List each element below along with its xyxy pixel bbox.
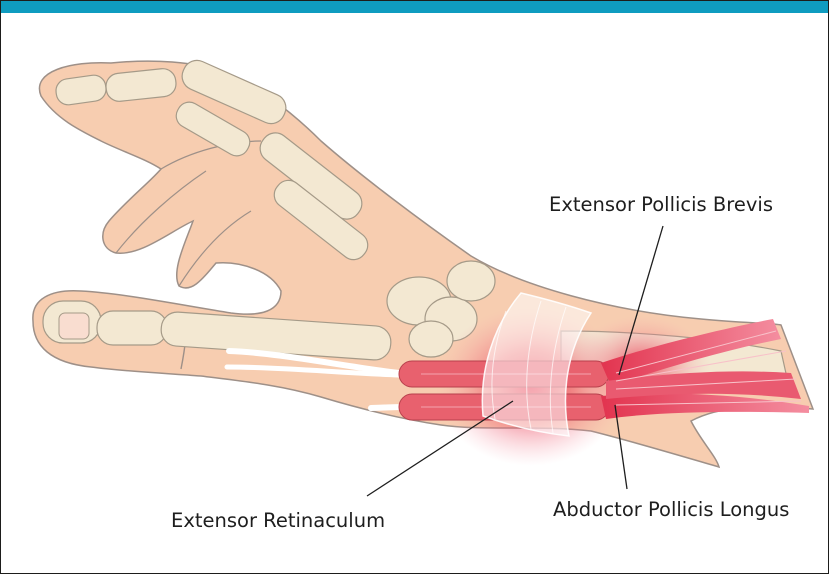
label-extensor-retinaculum: Extensor Retinaculum [171,509,385,532]
label-abductor-pollicis-longus: Abductor Pollicis Longus [553,498,789,521]
label-extensor-pollicis-brevis: Extensor Pollicis Brevis [549,193,773,216]
